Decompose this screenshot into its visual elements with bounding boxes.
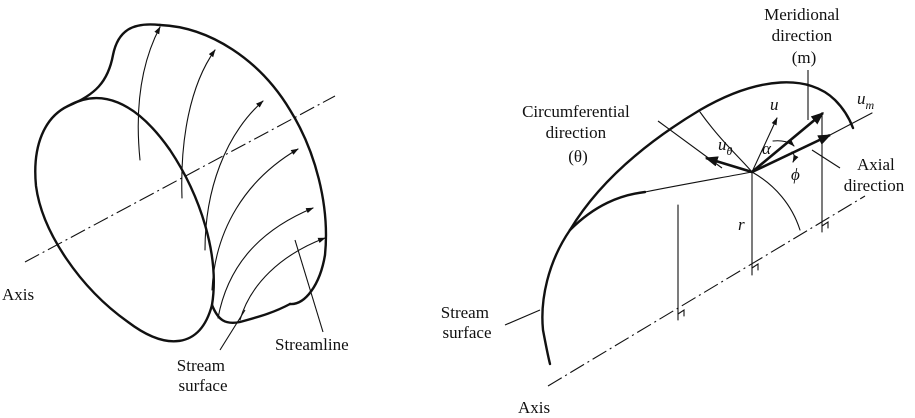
- axial-vector: [751, 133, 832, 174]
- streamline-2: [181, 49, 216, 199]
- inlet-ellipse: [34, 97, 215, 343]
- streamline-5: [217, 207, 314, 319]
- alpha-arc: [772, 139, 795, 147]
- u-vector: [751, 117, 778, 173]
- streamline-4: [211, 148, 299, 291]
- circumferential-label: Circumferential direction (θ): [522, 102, 634, 166]
- um-symbol: um: [857, 89, 875, 112]
- phi-arc: [791, 151, 799, 163]
- surface-lower-edge: [210, 302, 292, 324]
- right-rotation-axis: [547, 195, 866, 387]
- streamline-label: Streamline: [275, 335, 349, 354]
- streamline-1: [137, 26, 161, 161]
- left-rotation-axis: [24, 95, 336, 263]
- right-panel: u um uθ α ϕ r Meridional direction (m) C…: [441, 5, 905, 417]
- axial-label: Axial direction: [844, 155, 905, 195]
- r-symbol: r: [738, 215, 745, 234]
- utheta-symbol: uθ: [718, 135, 733, 158]
- surface-upper-edge: [66, 23, 162, 108]
- axial-guide-line: [829, 112, 873, 136]
- phi-symbol: ϕ: [791, 165, 800, 184]
- right-surface-left-edge: [541, 228, 572, 366]
- circumferential-line: [644, 171, 801, 231]
- right-axis-label: Axis: [518, 398, 550, 417]
- right-angle-mark-mid: [751, 262, 759, 271]
- utheta-vector: [704, 156, 753, 174]
- right-stream-surface-label: Stream surface: [441, 303, 493, 342]
- streamline-leader: [294, 239, 324, 333]
- u-symbol: u: [770, 95, 779, 114]
- right-surface-inner-edge: [568, 190, 647, 232]
- stream-surface-leader: [219, 309, 246, 351]
- right-angle-mark-left: [677, 308, 685, 317]
- outlet-ellipse: [158, 23, 328, 306]
- alpha-symbol: α: [762, 139, 772, 158]
- left-axis-label: Axis: [2, 285, 34, 304]
- streamline-3: [204, 100, 264, 251]
- right-surface-top-edge: [568, 81, 855, 232]
- streamline-6: [239, 237, 326, 321]
- circumferential-leader: [657, 120, 723, 169]
- axial-leader: [811, 149, 841, 169]
- right-angle-mark-right: [821, 220, 829, 229]
- meridional-line: [699, 111, 753, 173]
- right-stream-surface-leader: [504, 309, 541, 326]
- meridional-label: Meridional direction (m): [764, 5, 844, 67]
- left-panel: Axis Stream surface Streamline: [2, 23, 349, 395]
- left-stream-surface-label: Stream surface: [177, 356, 229, 395]
